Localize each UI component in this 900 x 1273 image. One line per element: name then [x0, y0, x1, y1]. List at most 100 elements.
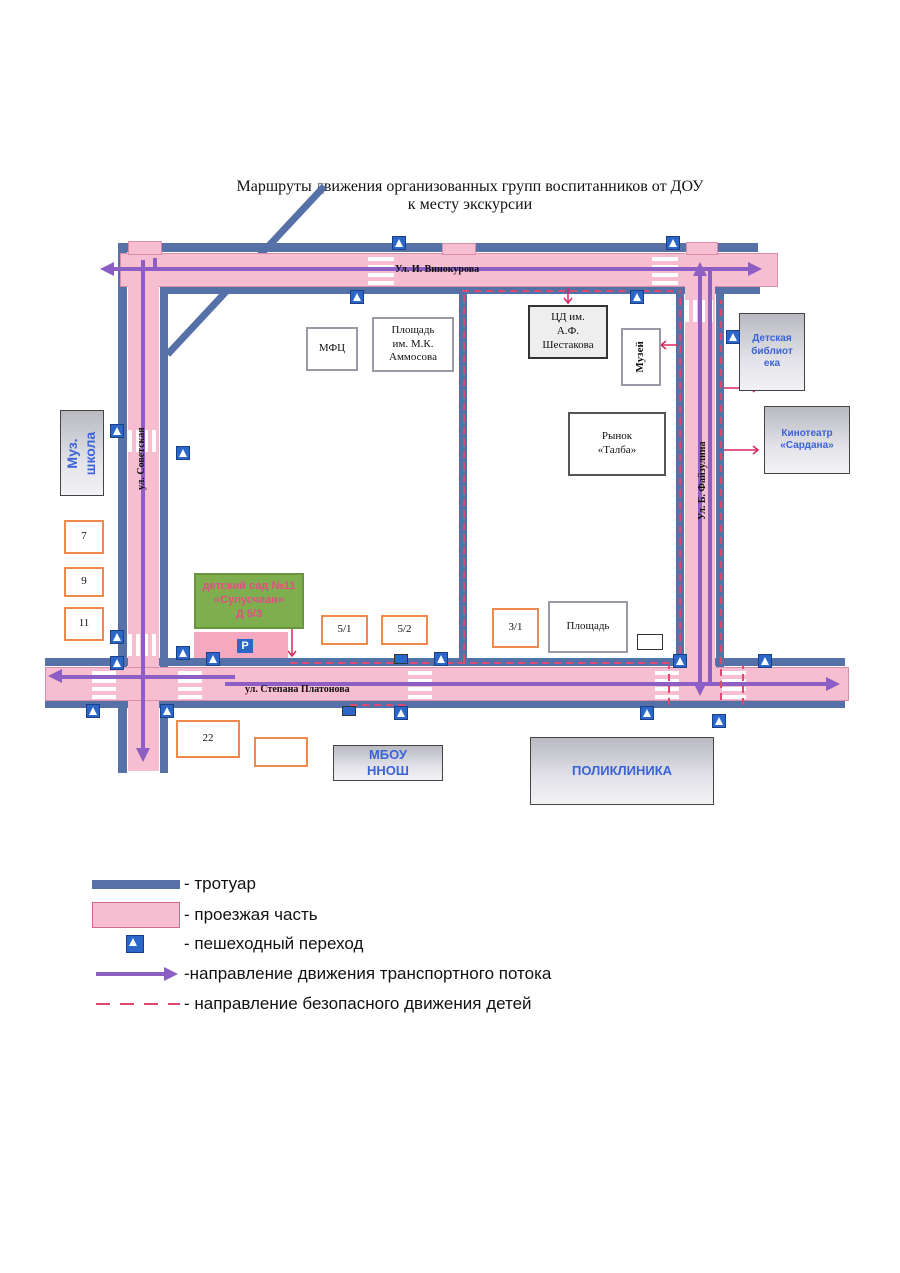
street-label-west: ул. Советская	[136, 427, 147, 490]
crossing-sign-icon	[666, 236, 680, 250]
traffic-arrow-south-east	[225, 682, 830, 686]
music-school-line-1: Муз.	[64, 437, 81, 469]
crossing-sign-icon	[86, 704, 100, 718]
cd-line-2: А.Ф.	[556, 325, 580, 338]
school-line-1: МБОУ	[368, 746, 408, 762]
legend-safe-symbol	[92, 994, 180, 1014]
crossing-south-2	[178, 667, 202, 699]
road-north-cap-3	[686, 242, 718, 255]
safe-route-east-2	[720, 300, 722, 700]
crossing-sign-icon	[176, 446, 190, 460]
traffic-arrow-icon	[96, 967, 178, 981]
traffic-arrow-west-up	[153, 258, 157, 270]
cinema-line-2: «Сардана»	[780, 440, 834, 451]
legend-item-safe: - направление безопасного движения детей	[92, 994, 532, 1014]
crossing-sign-icon	[630, 290, 644, 304]
title-line-2: к месту экскурсии	[407, 196, 533, 213]
library-line-3: ека	[763, 358, 781, 370]
safe-route-north-1	[462, 290, 676, 292]
legend-roadway-label: - проезжая часть	[184, 905, 318, 924]
building-square: Площадь	[548, 601, 628, 653]
legend-safe-label: - направление безопасного движения детей	[184, 994, 532, 1013]
street-label-east: Ул. Б. Файзулина	[697, 441, 708, 520]
building-mfc: МФЦ	[306, 327, 358, 371]
crossing-sign-icon	[176, 646, 190, 660]
crossing-sign-icon	[434, 652, 448, 666]
crossing-south-1	[92, 667, 116, 699]
sidewalk-west-right	[160, 286, 168, 773]
street-label-north: Ул. И. Винокурова	[395, 264, 480, 275]
crossing-sign-icon	[394, 706, 408, 720]
legend-sidewalk-symbol	[92, 874, 180, 894]
crossing-sign-icon	[160, 704, 174, 718]
street-label-south: ул. Степана Платонова	[245, 684, 350, 695]
building-cd-shestakov: ЦД им.А.Ф.Шестакова	[528, 305, 608, 359]
map-title: Маршруты движения организованных групп в…	[150, 178, 790, 214]
library-line-1: Детская	[752, 333, 792, 345]
traffic-arrow-west-down	[141, 260, 145, 750]
museum-label: Музей	[634, 341, 647, 373]
traffic-arrow-north	[108, 267, 758, 271]
traffic-arrow-south-west	[55, 675, 235, 679]
crossing-sign-icon	[640, 706, 654, 720]
building-cinema: Кинотеатр«Сардана»	[764, 406, 850, 474]
legend-item-traffic: -направление движения транспортного пото…	[92, 964, 551, 984]
building-market: Рынок«Талба»	[568, 412, 666, 476]
sidewalk-south-bottom	[45, 700, 845, 708]
crossing-sign-icon	[673, 654, 687, 668]
crossing-sign-icon	[126, 935, 144, 953]
building-9: 9	[64, 567, 104, 597]
crossing-sign-icon	[758, 654, 772, 668]
building-unnamed-orange	[254, 737, 308, 767]
crossing-sign-icon	[110, 630, 124, 644]
cinema-line-1: Кинотеатр	[781, 427, 833, 439]
bus-stop-icon	[394, 654, 408, 664]
school-line-2: ННОШ	[367, 763, 409, 778]
building-small-box	[637, 634, 663, 650]
crossing-sign-icon	[110, 656, 124, 670]
building-7: 7	[64, 520, 104, 554]
library-line-2: библиот	[751, 345, 793, 357]
safe-route-crossing-2	[742, 665, 744, 705]
legend-sidewalk-label: - тротуар	[184, 874, 256, 893]
legend-traffic-label: -направление движения транспортного пото…	[184, 964, 552, 983]
sidewalk-north-top	[118, 243, 758, 252]
safe-route-south-1	[290, 662, 670, 664]
safe-route-crossing-1	[668, 665, 670, 705]
crossing-sign-icon	[350, 290, 364, 304]
traffic-arrow-east-down	[708, 270, 712, 685]
legend-crossing-symbol	[92, 934, 180, 954]
safe-route-middle	[463, 292, 465, 662]
parking-sign: P	[237, 639, 253, 653]
sidewalk-north-bottom	[160, 286, 760, 294]
crossing-sign-icon	[392, 236, 406, 250]
building-5-1: 5/1	[321, 615, 368, 645]
square-ammosov-line-1: Площадь	[391, 323, 435, 336]
sidewalk-west-left	[118, 243, 127, 773]
legend-item-crossing: - пешеходный переход	[92, 934, 363, 954]
crossing-sign-icon	[206, 652, 220, 666]
building-22: 22	[176, 720, 240, 758]
traffic-arrow-east-up	[698, 270, 702, 690]
kindergarten-line-2: «Сулусчаан»	[214, 594, 284, 607]
building-kindergarten: детский сад №11«Сулусчаан»Д 5/3	[194, 573, 304, 629]
market-line-1: Рынок	[601, 430, 633, 443]
building-5-2: 5/2	[381, 615, 428, 645]
legend-roadway-symbol	[92, 902, 180, 928]
road-north-cap-2	[442, 243, 476, 255]
title-line-1: Маршруты движения организованных групп в…	[236, 178, 704, 195]
legend-crossing-label: - пешеходный переход	[184, 934, 364, 953]
bus-stop-icon	[342, 706, 356, 716]
crossing-sign-icon	[110, 424, 124, 438]
legend-item-sidewalk: - тротуар	[92, 874, 256, 894]
building-11: 11	[64, 607, 104, 641]
building-3-1: 3/1	[492, 608, 539, 648]
building-polyclinic: ПОЛИКЛИНИКА	[530, 737, 714, 805]
cd-line-1: ЦД им.	[551, 311, 585, 324]
legend-traffic-symbol	[92, 964, 180, 984]
kindergarten-line-1: детский сад №11	[202, 580, 296, 593]
kindergarten-line-3: Д 5/3	[235, 607, 263, 620]
